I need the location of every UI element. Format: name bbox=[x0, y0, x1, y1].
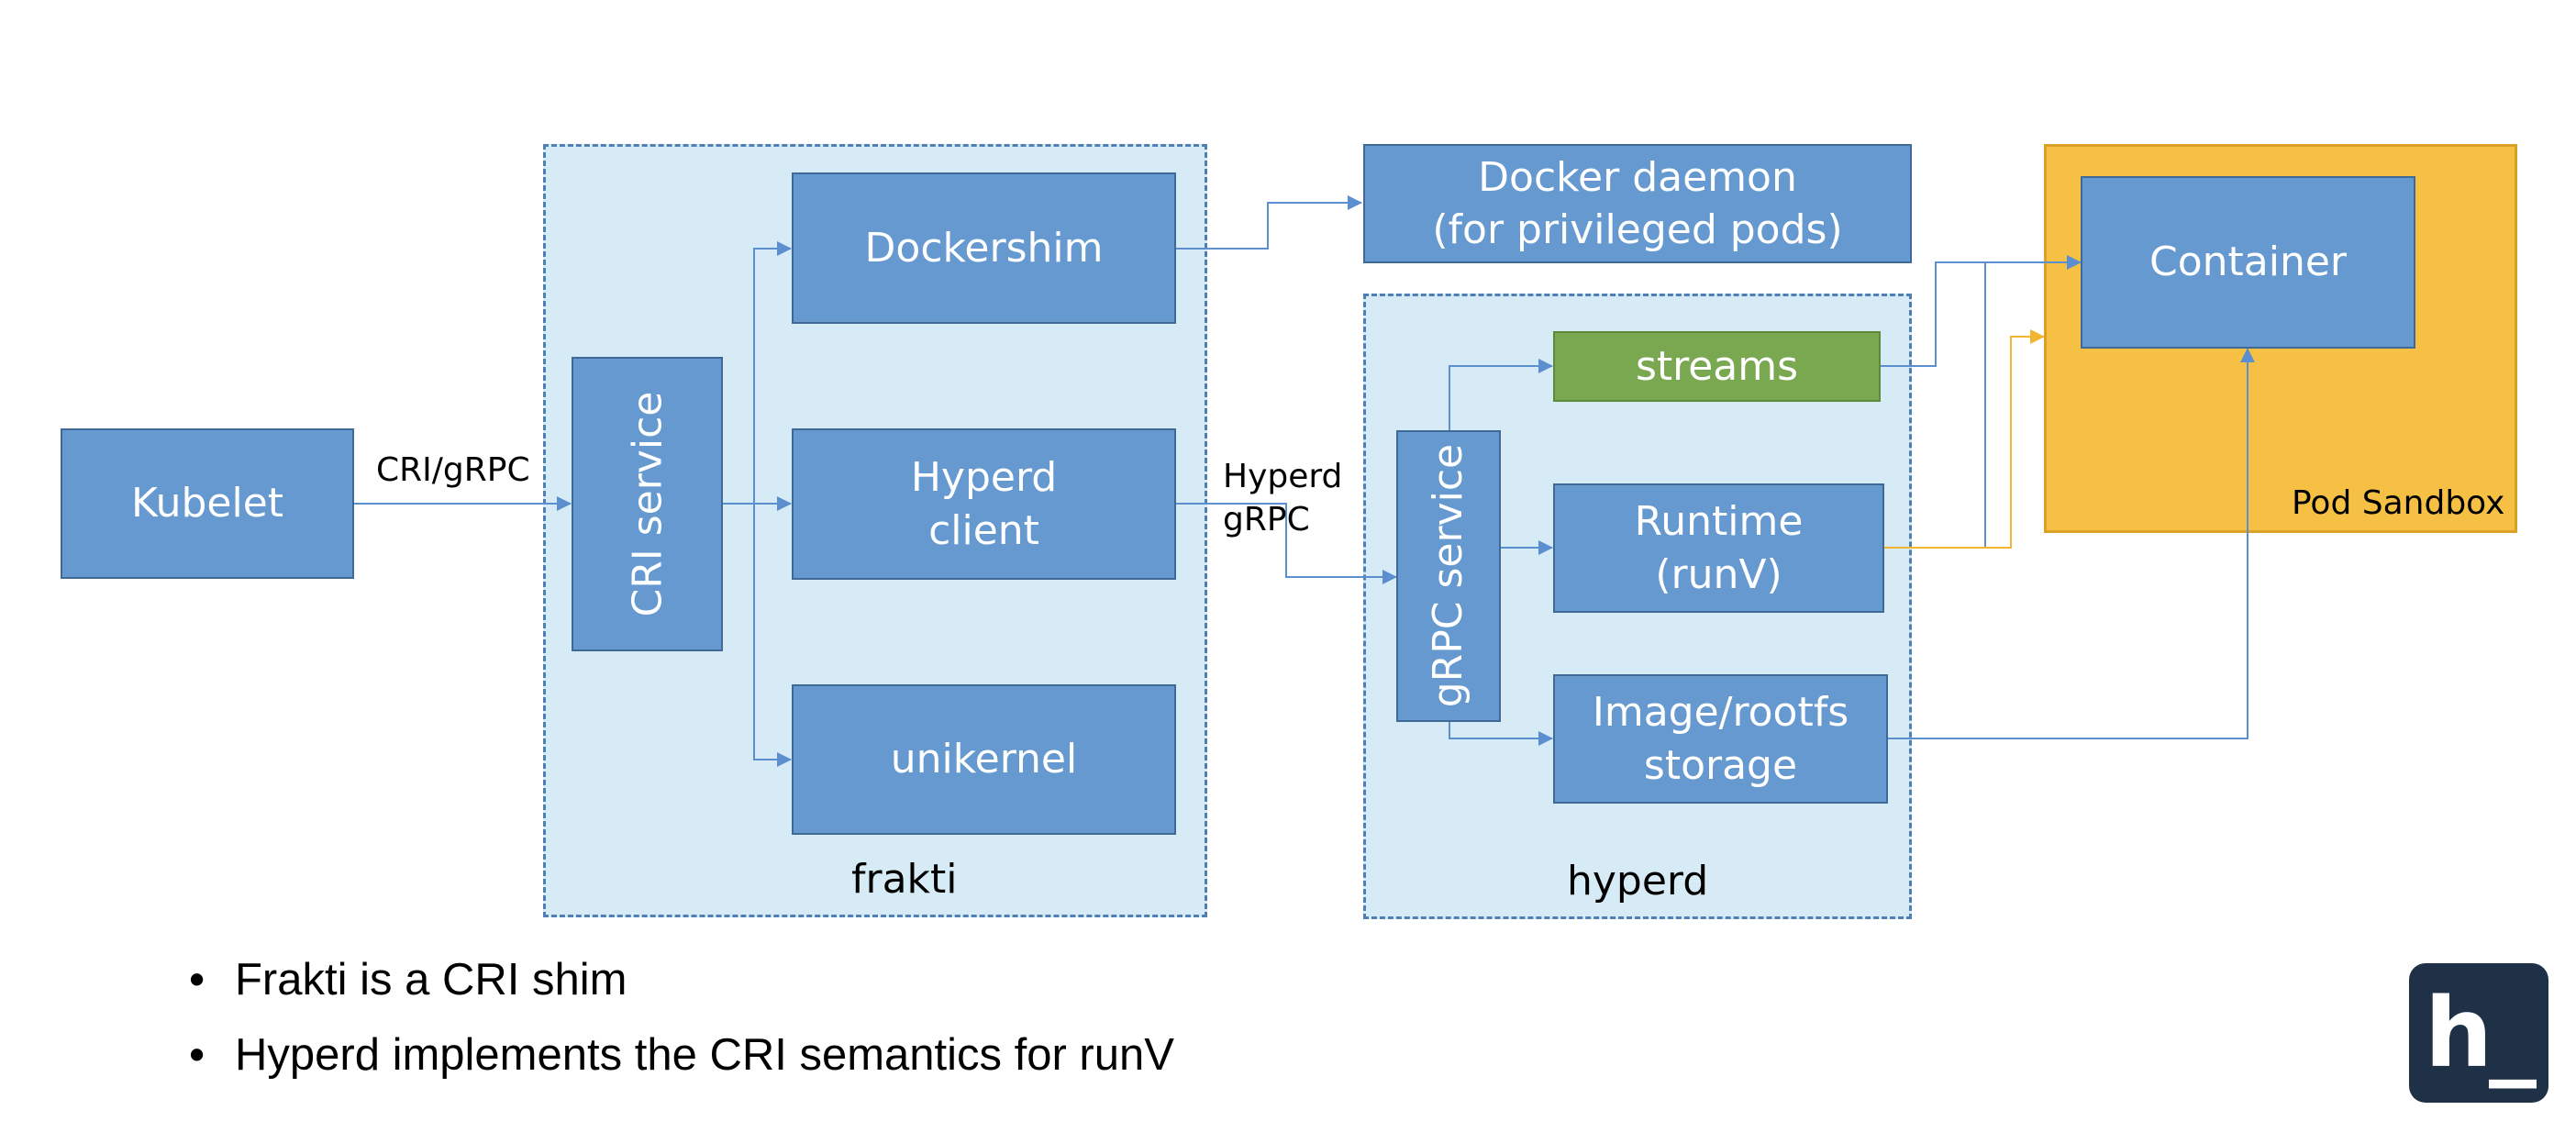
cri-service-box: CRI service bbox=[572, 357, 723, 651]
dockershim-box: Dockershim bbox=[792, 172, 1176, 324]
grpc-service-box: gRPC service bbox=[1396, 430, 1501, 722]
container-box: Container bbox=[2081, 176, 2415, 349]
wire-image-container bbox=[1888, 348, 2255, 739]
bullet-dot-icon: • bbox=[189, 1030, 205, 1080]
image-storage-box: Image/rootfs storage bbox=[1553, 674, 1888, 804]
kubelet-box: Kubelet bbox=[61, 428, 354, 579]
bullet-2-text: Hyperd implements the CRI semantics for … bbox=[235, 1030, 1174, 1080]
wire-dockershim-docker bbox=[1176, 195, 1362, 250]
bullet-1: • Frakti is a CRI shim bbox=[189, 954, 627, 1005]
cri-grpc-label: CRI/gRPC bbox=[376, 451, 530, 489]
frakti-label: frakti bbox=[851, 856, 958, 903]
bullet-2: • Hyperd implements the CRI semantics for… bbox=[189, 1029, 1174, 1081]
runtime-box: Runtime (runV) bbox=[1553, 483, 1884, 613]
grpc-service-label: gRPC service bbox=[1425, 444, 1472, 708]
hyperd-client-box: Hyperd client bbox=[792, 428, 1176, 580]
wire-cri-dockershim bbox=[723, 241, 792, 505]
wire-runtime-sandbox bbox=[1884, 329, 2045, 549]
logo-text: h_ bbox=[2424, 977, 2537, 1089]
cri-service-label: CRI service bbox=[623, 391, 671, 617]
hyperd-grpc-label: Hyperd gRPC bbox=[1223, 458, 1343, 538]
bullet-1-text: Frakti is a CRI shim bbox=[235, 955, 627, 1004]
pod-sandbox-label: Pod Sandbox bbox=[2292, 484, 2505, 522]
wire-cri-unikernel bbox=[753, 504, 792, 767]
streams-box: streams bbox=[1553, 331, 1881, 402]
bullet-dot-icon: • bbox=[189, 955, 205, 1004]
wire-grpc-image bbox=[1449, 722, 1553, 746]
unikernel-box: unikernel bbox=[792, 684, 1176, 835]
wire-grpc-streams bbox=[1449, 359, 1553, 430]
hyper-logo-icon: h_ bbox=[2409, 963, 2548, 1103]
hyperd-label: hyperd bbox=[1567, 858, 1709, 905]
wire-streams-container bbox=[1881, 255, 2082, 367]
docker-daemon-box: Docker daemon (for privileged pods) bbox=[1363, 144, 1912, 263]
wire-client-grpc bbox=[1176, 503, 1397, 584]
